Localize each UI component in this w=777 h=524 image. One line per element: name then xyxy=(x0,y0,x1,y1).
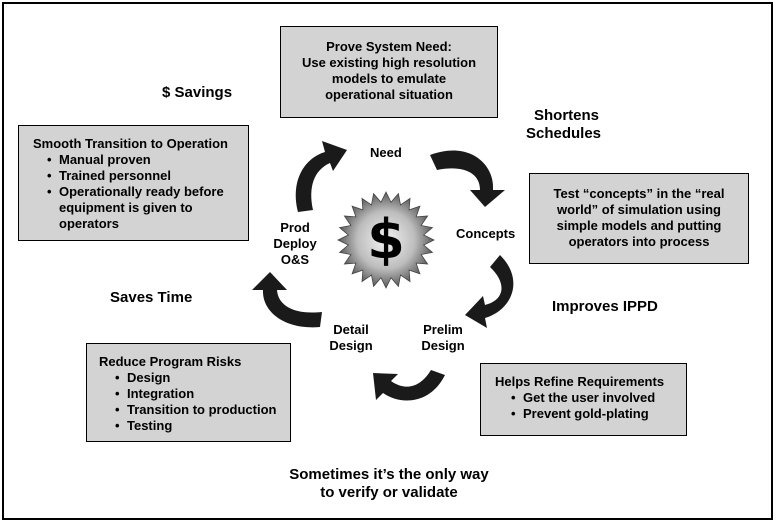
benefit-shortens-schedules: Shortens Schedules xyxy=(526,107,601,143)
list-item: Prevent gold-plating xyxy=(511,406,678,422)
prove-need-line-1: Prove System Need: xyxy=(326,39,452,54)
arrow-detail-to-prod xyxy=(252,272,322,328)
test-concepts-line-1: Test “concepts” in the “real xyxy=(553,186,725,201)
arrow-prelim-to-detail xyxy=(373,370,445,401)
list-item: Trained personnel xyxy=(47,168,240,184)
stage-prod-deploy: Prod Deploy O&S xyxy=(264,220,326,268)
stage-prelim-design: Prelim Design xyxy=(412,322,474,354)
benefit-shortens-line-1: Shortens xyxy=(534,107,600,124)
stage-prelim-line-1: Prelim xyxy=(423,322,463,337)
stage-prod-line-1: Prod xyxy=(280,220,310,235)
center-dollar-icon: $ xyxy=(367,208,405,271)
reduce-risks-box: Reduce Program Risks Design Integration … xyxy=(86,343,291,442)
refine-requirements-heading: Helps Refine Requirements xyxy=(495,374,665,389)
prove-need-line-4: operational situation xyxy=(325,87,453,102)
stage-prod-line-3: O&S xyxy=(280,252,310,267)
benefit-verify-line-1: Sometimes it’s the only way xyxy=(289,466,489,483)
arrow-need-to-concepts xyxy=(430,150,505,207)
list-item: Operationally ready before equipment is … xyxy=(47,184,239,232)
cycle-arrows xyxy=(252,141,514,401)
stage-detail-line-1: Detail xyxy=(333,322,369,337)
stage-prelim-line-2: Design xyxy=(421,338,465,353)
smooth-transition-heading: Smooth Transition to Operation xyxy=(33,136,228,151)
prove-need-line-3: models to emulate xyxy=(331,71,447,86)
reduce-risks-heading: Reduce Program Risks xyxy=(99,354,242,369)
benefit-improves-ippd: Improves IPPD xyxy=(552,298,658,315)
starburst-icon xyxy=(337,191,435,289)
smooth-transition-box: Smooth Transition to Operation Manual pr… xyxy=(18,125,249,241)
reduce-risks-list: Design Integration Transition to product… xyxy=(115,370,282,434)
list-item: Testing xyxy=(115,418,282,434)
benefit-shortens-line-2: Schedules xyxy=(526,125,602,142)
arrow-concepts-to-prelim xyxy=(465,255,514,328)
refine-requirements-box: Helps Refine Requirements Get the user i… xyxy=(480,363,687,436)
test-concepts-line-3: simple models and putting xyxy=(556,218,722,233)
list-item: Transition to production xyxy=(115,402,282,418)
prove-need-box: Prove System Need: Use existing high res… xyxy=(280,26,498,118)
stage-concepts: Concepts xyxy=(456,226,516,241)
stage-prod-line-2: Deploy xyxy=(273,236,317,251)
smooth-transition-list: Manual proven Trained personnel Operatio… xyxy=(47,152,240,232)
stage-detail-line-2: Design xyxy=(329,338,373,353)
benefit-savings: $ Savings xyxy=(162,84,233,101)
stage-detail-design: Detail Design xyxy=(320,322,382,354)
list-item: Get the user involved xyxy=(511,390,678,406)
stage-need: Need xyxy=(370,145,402,160)
list-item: Manual proven xyxy=(47,152,240,168)
test-concepts-box: Test “concepts” in the “real world” of s… xyxy=(529,173,749,264)
test-concepts-line-4: operators into process xyxy=(568,234,710,249)
benefit-saves-time: Saves Time xyxy=(110,289,193,306)
refine-requirements-list: Get the user involved Prevent gold-plati… xyxy=(511,390,678,422)
benefit-verify-line-2: to verify or validate xyxy=(320,484,458,501)
prove-need-line-2: Use existing high resolution xyxy=(301,55,477,70)
list-item: Design xyxy=(115,370,282,386)
benefit-verify-validate: Sometimes it’s the only way to verify or… xyxy=(262,466,516,502)
arrow-prod-to-need xyxy=(295,141,347,212)
list-item: Integration xyxy=(115,386,282,402)
test-concepts-line-2: world” of simulation using xyxy=(557,202,721,217)
